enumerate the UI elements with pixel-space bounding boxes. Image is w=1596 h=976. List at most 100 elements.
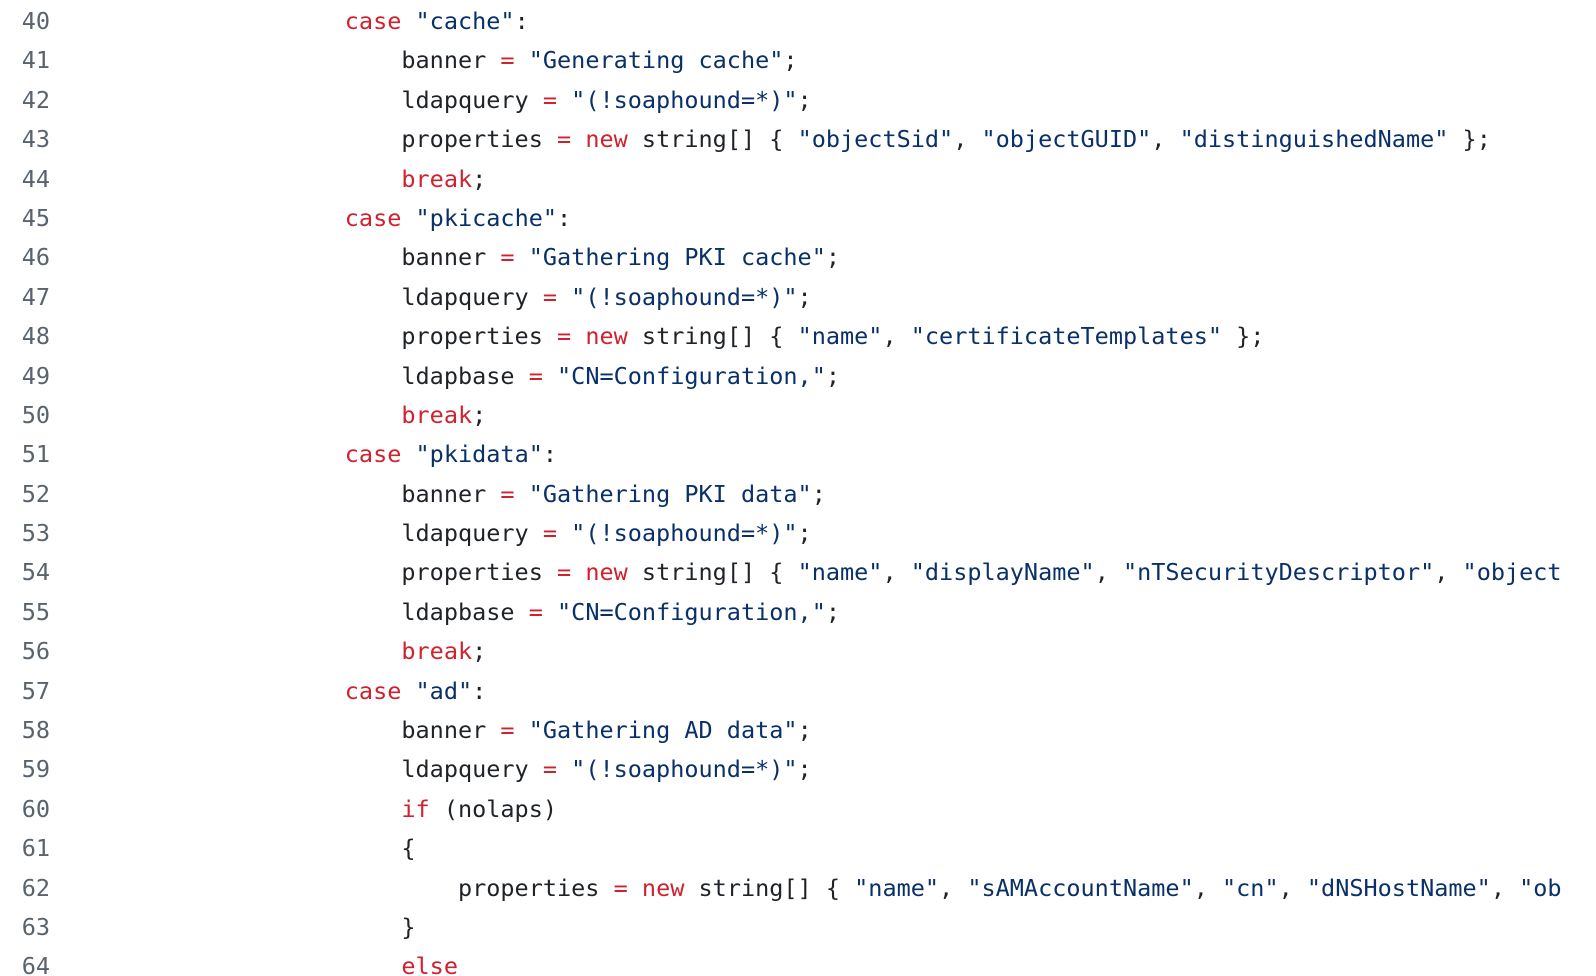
token-plain <box>401 204 415 232</box>
line-number[interactable]: 64 <box>21 952 50 976</box>
line-number[interactable]: 54 <box>21 558 50 587</box>
token-plain <box>515 480 529 508</box>
token-plain: string[] { <box>627 322 798 351</box>
token-plain: , <box>1193 873 1223 902</box>
token-keyword: break <box>401 637 473 666</box>
code-line: 50 break; <box>0 396 1596 435</box>
line-number[interactable]: 40 <box>21 7 50 35</box>
token-string: "name" <box>854 873 940 902</box>
code-line: 57 case "ad": <box>0 672 1596 711</box>
code-line: 46 banner = "Gathering PKI cache"; <box>0 238 1596 277</box>
token-plain: { <box>401 834 416 863</box>
token-keyword: = <box>557 322 572 351</box>
token-string: "pkidata" <box>415 440 543 469</box>
code-content: case "pkidata": <box>50 435 557 474</box>
token-plain: ; <box>472 164 487 193</box>
line-number[interactable]: 62 <box>21 873 50 902</box>
code-line: 56 break; <box>0 632 1596 671</box>
code-line: 62 properties = new string[] { "name", "… <box>0 869 1596 908</box>
line-number[interactable]: 52 <box>21 479 50 508</box>
token-plain: , <box>1094 558 1123 587</box>
token-string: "Gathering AD data" <box>528 716 798 745</box>
line-number[interactable]: 58 <box>21 716 50 745</box>
token-string: "(!soaphound=*)" <box>571 519 798 548</box>
token-keyword: = <box>542 755 558 784</box>
line-number[interactable]: 63 <box>21 912 50 941</box>
token-string: "objectGUID" <box>981 125 1152 154</box>
line-number[interactable]: 60 <box>21 794 50 823</box>
code-line: 64 else <box>0 947 1596 976</box>
code-content: properties = new string[] { "objectSid",… <box>50 120 1490 159</box>
token-plain: banner <box>401 716 501 745</box>
token-string: "(!soaphound=*)" <box>571 85 798 114</box>
token-plain: banner <box>401 243 501 272</box>
code-content: properties = new string[] { "name", "sAM… <box>50 869 1562 908</box>
token-plain <box>571 322 585 350</box>
token-plain <box>557 519 571 547</box>
line-number[interactable]: 48 <box>21 322 50 351</box>
line-number[interactable]: 46 <box>21 243 50 272</box>
token-keyword: new <box>585 125 628 154</box>
code-content: ldapquery = "(!soaphound=*)"; <box>50 750 812 789</box>
token-plain: }; <box>1222 322 1265 351</box>
line-number[interactable]: 42 <box>21 85 50 114</box>
token-plain: , <box>953 125 982 154</box>
line-number[interactable]: 50 <box>21 400 50 429</box>
token-string: "(!soaphound=*)" <box>571 755 798 784</box>
token-string: "Gathering PKI cache" <box>528 243 826 272</box>
code-content: ldapquery = "(!soaphound=*)"; <box>50 81 811 120</box>
token-keyword: = <box>542 519 558 548</box>
token-keyword: = <box>542 85 558 114</box>
token-keyword: = <box>613 873 628 902</box>
token-plain: ldapquery <box>401 519 543 548</box>
code-content: } <box>50 908 416 947</box>
line-number[interactable]: 47 <box>21 282 50 311</box>
token-plain: string[] { <box>627 558 798 587</box>
token-keyword: = <box>557 125 572 154</box>
token-plain: ; <box>797 755 812 784</box>
line-number[interactable]: 53 <box>21 519 50 548</box>
token-plain: ; <box>811 479 826 508</box>
token-keyword: case <box>344 676 402 705</box>
token-plain <box>571 558 585 586</box>
code-content: properties = new string[] { "name", "cer… <box>50 317 1264 356</box>
line-number[interactable]: 51 <box>21 440 50 469</box>
token-plain: properties <box>401 125 558 154</box>
token-keyword: = <box>500 479 515 508</box>
code-line: 59 ldapquery = "(!soaphound=*)"; <box>0 750 1596 789</box>
line-number[interactable]: 44 <box>21 164 50 193</box>
code-content: banner = "Gathering AD data"; <box>50 711 811 750</box>
line-number[interactable]: 59 <box>21 755 50 784</box>
line-number[interactable]: 57 <box>21 676 50 705</box>
code-line: 53 ldapquery = "(!soaphound=*)"; <box>0 514 1596 553</box>
token-plain: ; <box>825 597 841 626</box>
code-line: 49 ldapbase = "CN=Configuration,"; <box>0 357 1596 396</box>
token-plain <box>628 874 642 902</box>
code-content: banner = "Gathering PKI cache"; <box>50 238 840 277</box>
line-number[interactable]: 56 <box>21 637 50 666</box>
token-plain: , <box>1278 873 1307 902</box>
line-number[interactable]: 43 <box>21 125 50 154</box>
line-number[interactable]: 49 <box>21 361 50 390</box>
code-line: 43 properties = new string[] { "objectSi… <box>0 120 1596 159</box>
token-plain <box>401 677 415 705</box>
line-number[interactable]: 61 <box>21 834 50 863</box>
line-number[interactable]: 45 <box>21 203 50 232</box>
token-plain: properties <box>401 322 558 351</box>
token-plain: ldapquery <box>401 755 543 784</box>
code-line: 52 banner = "Gathering PKI data"; <box>0 475 1596 514</box>
token-keyword: case <box>344 203 402 232</box>
token-plain: } <box>401 912 416 941</box>
code-content: ldapbase = "CN=Configuration,"; <box>50 357 840 396</box>
token-keyword: = <box>500 716 515 745</box>
token-plain: ldapquery <box>401 282 543 311</box>
token-plain <box>557 283 571 311</box>
token-keyword: new <box>585 558 628 587</box>
code-line: 40 case "cache": <box>0 2 1596 41</box>
line-number[interactable]: 55 <box>21 597 50 626</box>
token-string: "objectSid" <box>797 125 954 154</box>
token-plain <box>571 125 585 153</box>
line-number[interactable]: 41 <box>21 46 50 75</box>
